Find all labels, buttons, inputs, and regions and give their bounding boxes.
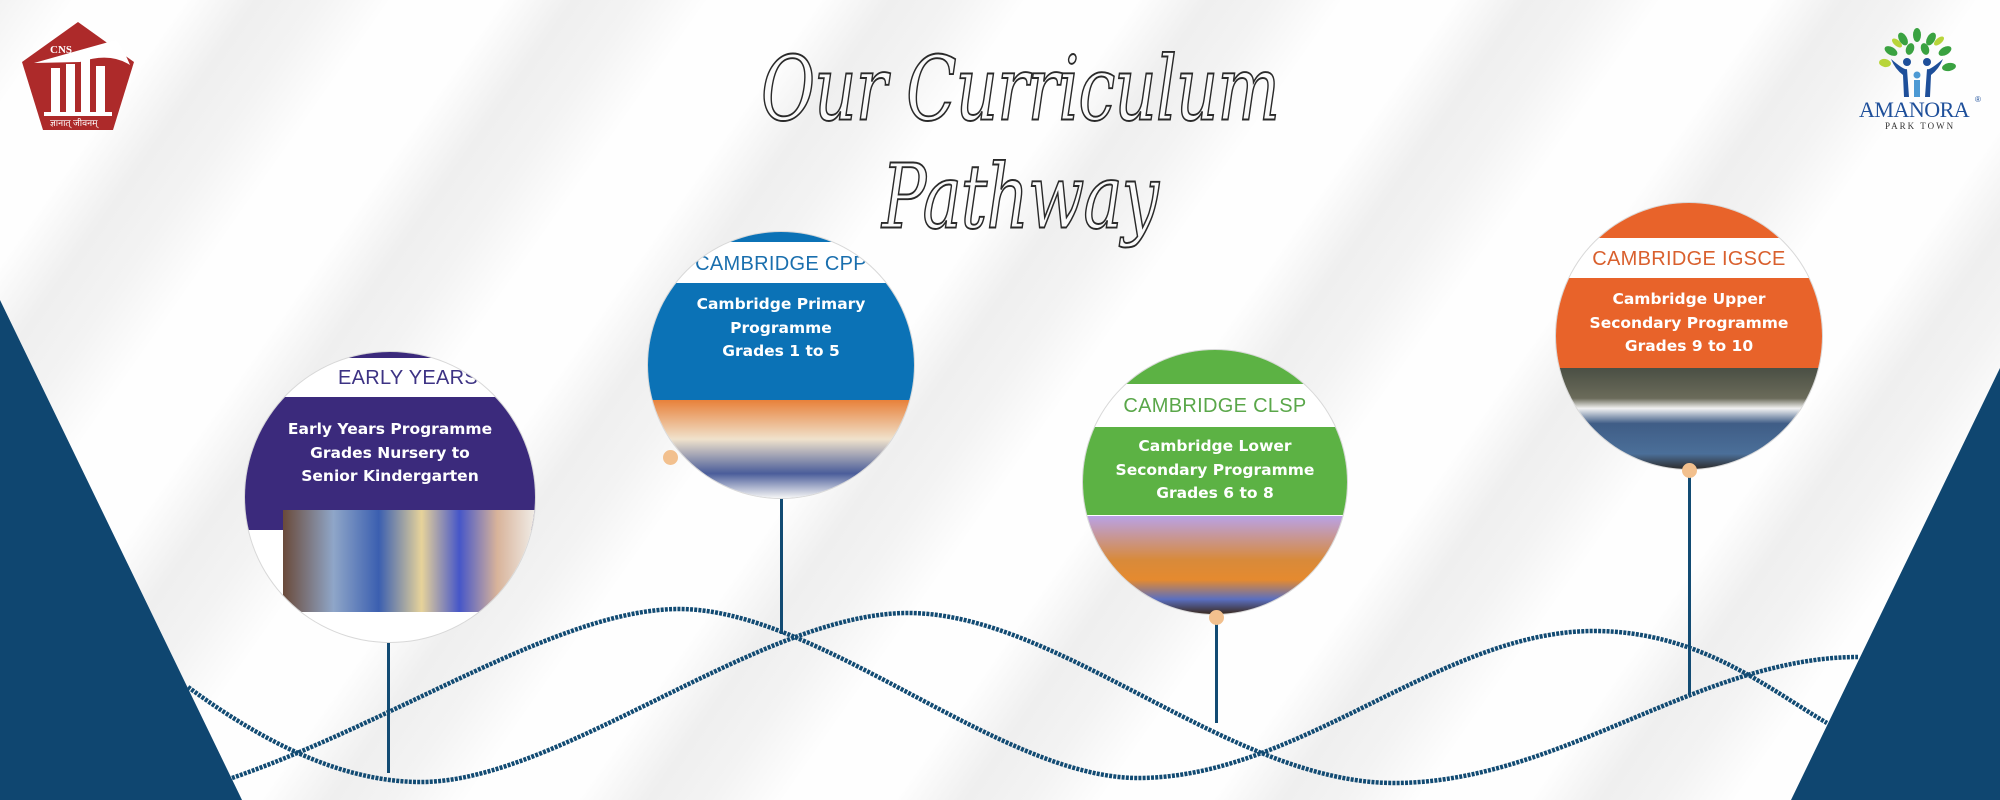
top-cap — [648, 232, 914, 242]
connector-line-clsp — [1215, 618, 1218, 723]
stage-band — [1083, 427, 1347, 515]
stage-header: CAMBRIDGE CPP — [695, 253, 867, 275]
description-line: Grades 9 to 10 — [1624, 337, 1754, 355]
cns-logo[interactable]: CNS ज्ञानात् जीवनम् — [20, 20, 136, 132]
stage-description: Early Years Programme Grades Nursery to … — [245, 418, 535, 489]
stage-band — [1556, 278, 1822, 368]
top-cap — [1083, 350, 1347, 384]
page-title: Our Curriculum Pathway — [760, 36, 1280, 250]
connector-line-early-years — [387, 641, 390, 773]
wave-rope-a — [186, 610, 1859, 786]
stage-band — [245, 397, 535, 530]
description-line: Early Years Programme — [287, 420, 493, 438]
description-line: Secondary Programme — [1115, 460, 1315, 479]
amanora-name: AMANORA — [1859, 97, 1970, 122]
stage-header: CAMBRIDGE IGSCE — [1592, 248, 1786, 270]
stage-header: EARLY YEARS — [337, 367, 479, 389]
right-navy-triangle — [1791, 368, 2000, 800]
top-cap — [1556, 203, 1822, 238]
cns-pentagon-emblem — [22, 22, 134, 130]
stage-description: Cambridge Upper Secondary Programme Grad… — [1556, 288, 1822, 359]
clsp-photo — [1083, 516, 1347, 614]
cns-motto: ज्ञानात् जीवनम् — [50, 118, 98, 128]
stage-description: Cambridge Primary Programme Grades 1 to … — [648, 293, 914, 364]
description-line: Cambridge Lower — [1138, 437, 1292, 455]
cpp-photo — [648, 400, 914, 498]
early-years-photo — [283, 510, 535, 612]
description-line: Grades 6 to 8 — [1156, 484, 1274, 502]
left-navy-triangle — [0, 300, 242, 800]
connector-line-igsce — [1688, 470, 1691, 695]
description-line: Senior Kindergarten — [301, 467, 479, 485]
description-line: Secondary Programme — [1589, 313, 1789, 332]
tree-family-icon — [1879, 28, 1956, 97]
timeline-dot — [1209, 610, 1224, 625]
stage-band — [648, 283, 914, 400]
timeline-dot — [1682, 463, 1697, 478]
stage-card-early-years[interactable]: EARLY YEARS Early Years Programme Grades… — [245, 352, 535, 642]
cns-initials: CNS — [50, 44, 73, 56]
stage-description: Cambridge Lower Secondary Programme Grad… — [1083, 435, 1347, 506]
amanora-subtitle: PARK TOWN — [1885, 121, 1956, 131]
timeline-dot — [663, 450, 678, 465]
stage-card-igsce[interactable]: CAMBRIDGE IGSCE Cambridge Upper Secondar… — [1556, 203, 1822, 469]
top-cap — [245, 352, 535, 358]
description-line: Grades Nursery to — [310, 443, 470, 462]
description-line: Grades 1 to 5 — [722, 342, 840, 360]
description-line: Cambridge Upper — [1612, 290, 1766, 308]
description-line: Programme — [730, 318, 832, 337]
stage-card-cpp[interactable]: CAMBRIDGE CPP Cambridge Primary Programm… — [648, 232, 914, 498]
wave-rope-b — [231, 606, 1829, 781]
igsce-photo — [1556, 368, 1822, 469]
stage-card-clsp[interactable]: CAMBRIDGE CLSP Cambridge Lower Secondary… — [1083, 350, 1347, 614]
connector-line-cpp — [780, 498, 783, 634]
registered-mark: ® — [1975, 95, 1981, 104]
description-line: Cambridge Primary — [696, 295, 866, 313]
amanora-logo[interactable]: AMANORA ® PARK TOWN — [1855, 25, 1985, 131]
stage-header: CAMBRIDGE CLSP — [1123, 395, 1307, 417]
